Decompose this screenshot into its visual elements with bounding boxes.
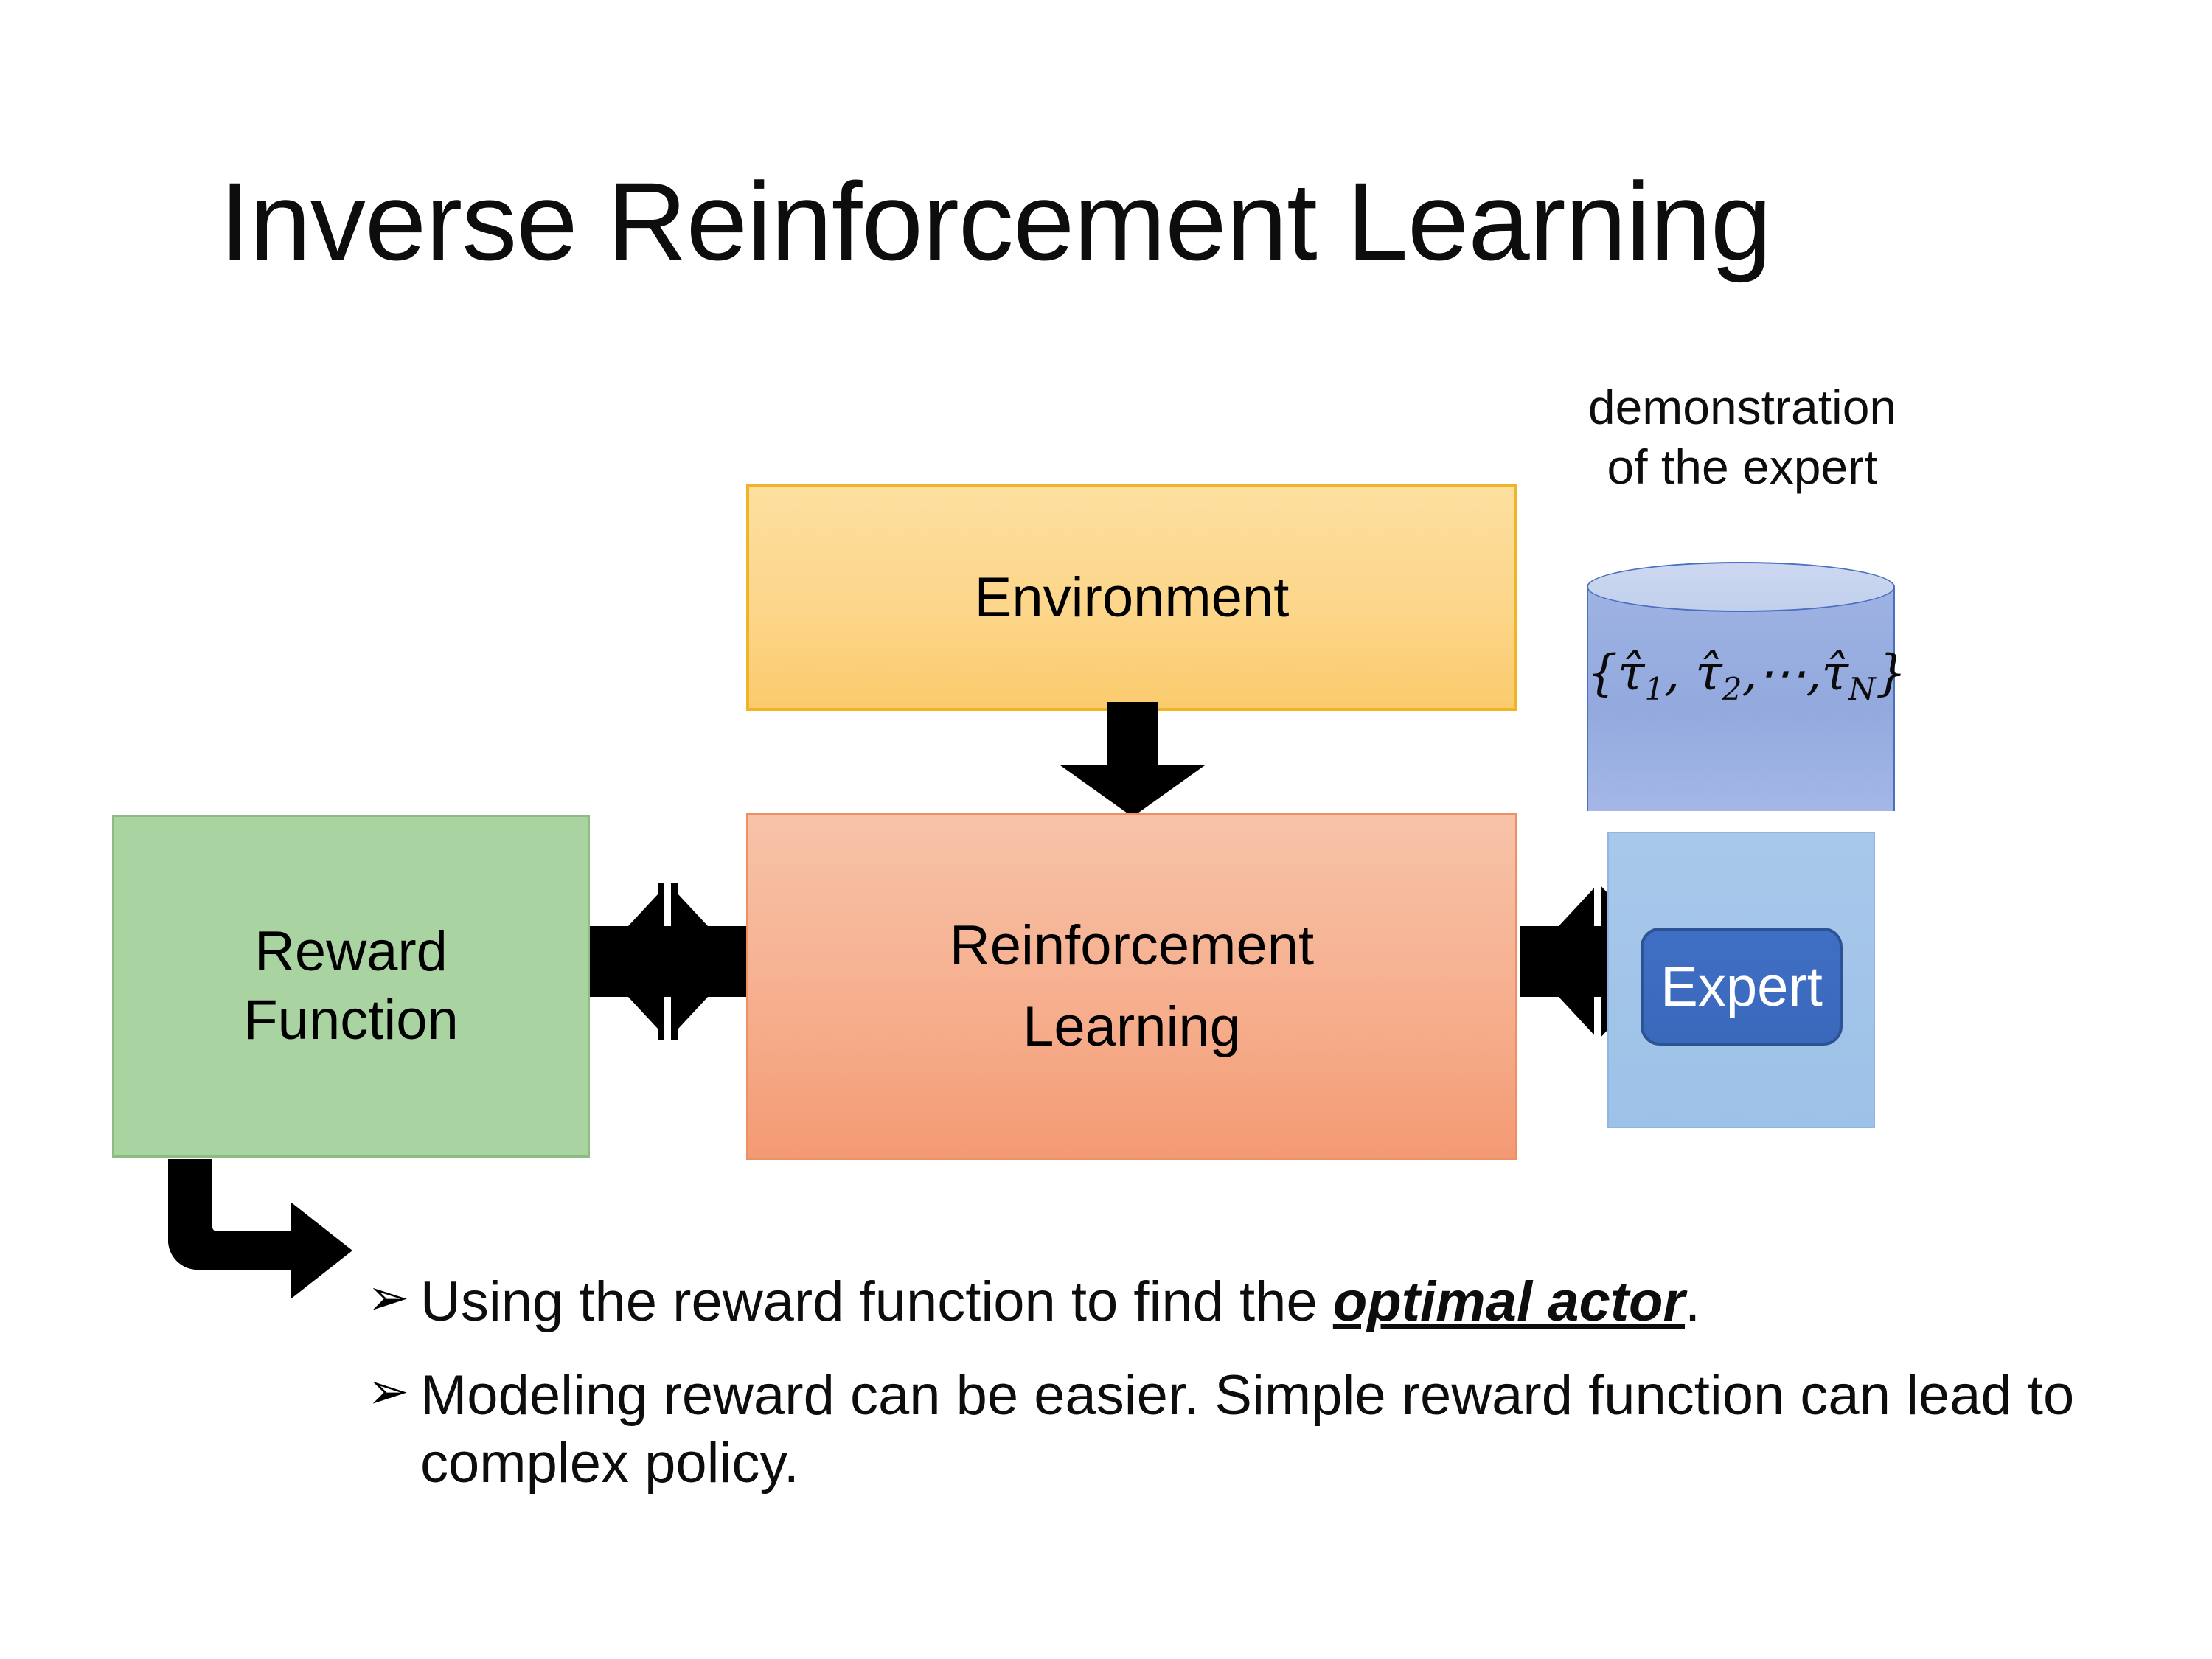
- formula-open-brace: {: [1587, 644, 1618, 701]
- demonstration-caption: demonstration of the expert: [1562, 378, 1923, 496]
- trajectory-set-formula: {τ̂1, τ̂2,⋯,τ̂N}: [1587, 644, 1907, 708]
- bidirectional-quad-arrow-icon-left: [590, 883, 746, 1040]
- bullet-text: Using the reward function to find the op…: [420, 1268, 2107, 1337]
- demonstration-caption-line1: demonstration: [1587, 380, 1897, 434]
- down-block-arrow-icon: [1060, 702, 1205, 817]
- cylinder-body: [1587, 587, 1895, 811]
- expert-box[interactable]: Expert: [1641, 928, 1843, 1046]
- list-item[interactable]: ➢ Using the reward function to find the …: [367, 1268, 2107, 1337]
- formula-close-brace: }: [1875, 644, 1907, 701]
- environment-label: Environment: [974, 566, 1290, 629]
- page-title: Inverse Reinforcement Learning: [219, 159, 1773, 283]
- reward-function-label-line1: Reward: [254, 919, 448, 983]
- reinforcement-learning-label-line2: Learning: [1023, 995, 1241, 1058]
- bullet-text: Modeling reward can be easier. Simple re…: [420, 1363, 2075, 1495]
- bullet-list: ➢ Using the reward function to find the …: [367, 1268, 2107, 1523]
- reward-function-box[interactable]: Reward Function: [112, 815, 590, 1158]
- bullet-1-lead: Using the reward function to find the: [420, 1270, 1333, 1333]
- bullet-1-emphasis: optimal actor: [1332, 1270, 1686, 1333]
- environment-box[interactable]: Environment: [746, 484, 1517, 711]
- bidirectional-quad-arrow-icon-right: [1520, 883, 1677, 1040]
- bullet-marker-icon: ➢: [367, 1363, 409, 1419]
- bent-elbow-arrow-icon: [168, 1159, 352, 1299]
- list-item[interactable]: ➢ Modeling reward can be easier. Simple …: [367, 1362, 2107, 1498]
- expert-label: Expert: [1660, 955, 1823, 1018]
- bullet-marker-icon: ➢: [367, 1270, 409, 1326]
- demonstration-caption-line2: of the expert: [1607, 439, 1878, 494]
- demonstration-cylinder[interactable]: {τ̂1, τ̂2,⋯,τ̂N}: [1587, 562, 1907, 836]
- reinforcement-learning-box[interactable]: Reinforcement Learning: [746, 813, 1517, 1160]
- cylinder-top-ellipse: [1587, 562, 1895, 612]
- bullet-1-tail: .: [1685, 1270, 1701, 1333]
- reward-function-label-line2: Function: [243, 988, 459, 1051]
- reinforcement-learning-label-line1: Reinforcement: [949, 914, 1315, 977]
